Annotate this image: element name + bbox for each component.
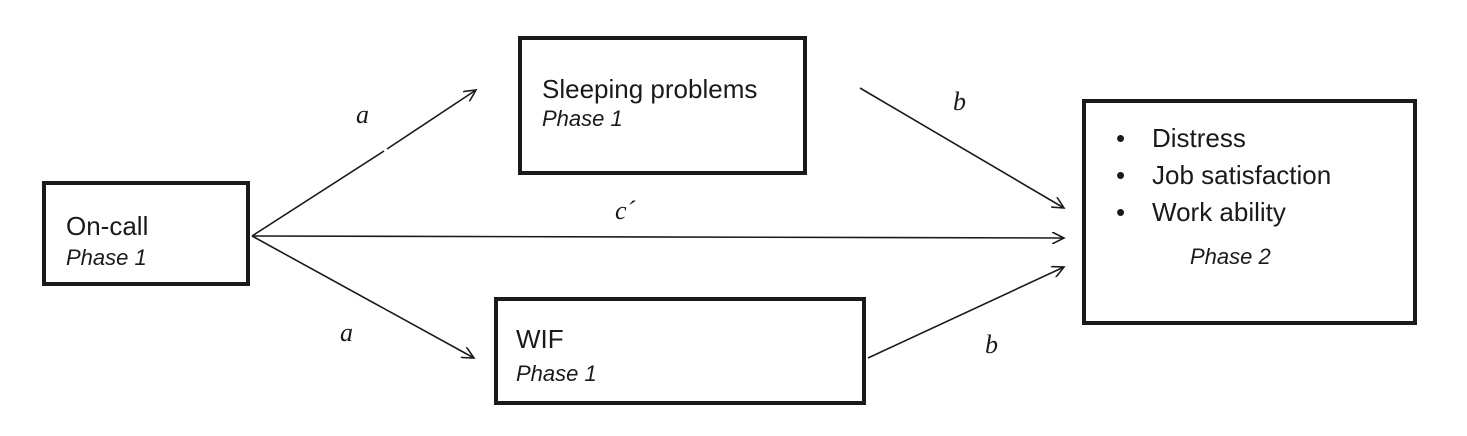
wif-phase: Phase 1 <box>516 361 597 386</box>
path-label-a-upper: a <box>356 100 369 129</box>
path-label-c-prime: c´ <box>615 196 636 225</box>
arrow-wif-to-outcomes <box>867 267 1064 359</box>
outcomes-list: • Distress • Job satisfaction • Work abilit… <box>1116 120 1331 231</box>
outcome-item-label: Work ability <box>1152 197 1286 227</box>
arrow-sleep-to-outcomes <box>859 87 1064 208</box>
outcomes-phase: Phase 2 <box>1190 244 1271 269</box>
arrow-oncall-to-outcomes <box>251 236 1064 238</box>
bullet-marker: • <box>1116 123 1126 153</box>
outcome-item: • Work ability <box>1116 194 1331 231</box>
path-label-a-lower: a <box>340 318 353 347</box>
arrow-oncall-to-wif <box>251 235 474 358</box>
sleeping-problems-title: Sleeping problems <box>542 74 758 104</box>
sleeping-problems-phase: Phase 1 <box>542 106 623 131</box>
outcome-item-label: Distress <box>1152 123 1246 153</box>
bullet-marker: • <box>1116 197 1126 227</box>
arrow-oncall-to-sleep-segment-2 <box>386 90 476 150</box>
sleeping-problems-box: Sleeping problems Phase 1 <box>518 36 807 175</box>
path-label-b-lower: b <box>985 330 998 359</box>
outcome-item-label: Job satisfaction <box>1152 160 1332 190</box>
outcome-item: • Distress <box>1116 120 1331 157</box>
arrow-oncall-to-sleep-segment-1 <box>251 150 385 237</box>
wif-title: WIF <box>516 324 564 354</box>
outcome-item: • Job satisfaction <box>1116 157 1331 194</box>
oncall-title: On-call <box>66 211 149 241</box>
outcomes-box: • Distress • Job satisfaction • Work abilit… <box>1082 99 1417 325</box>
oncall-box: On-call Phase 1 <box>42 181 250 286</box>
wif-box: WIF Phase 1 <box>494 297 866 405</box>
bullet-marker: • <box>1116 160 1126 190</box>
path-label-b-upper: b <box>953 87 966 116</box>
oncall-phase: Phase 1 <box>66 245 147 270</box>
